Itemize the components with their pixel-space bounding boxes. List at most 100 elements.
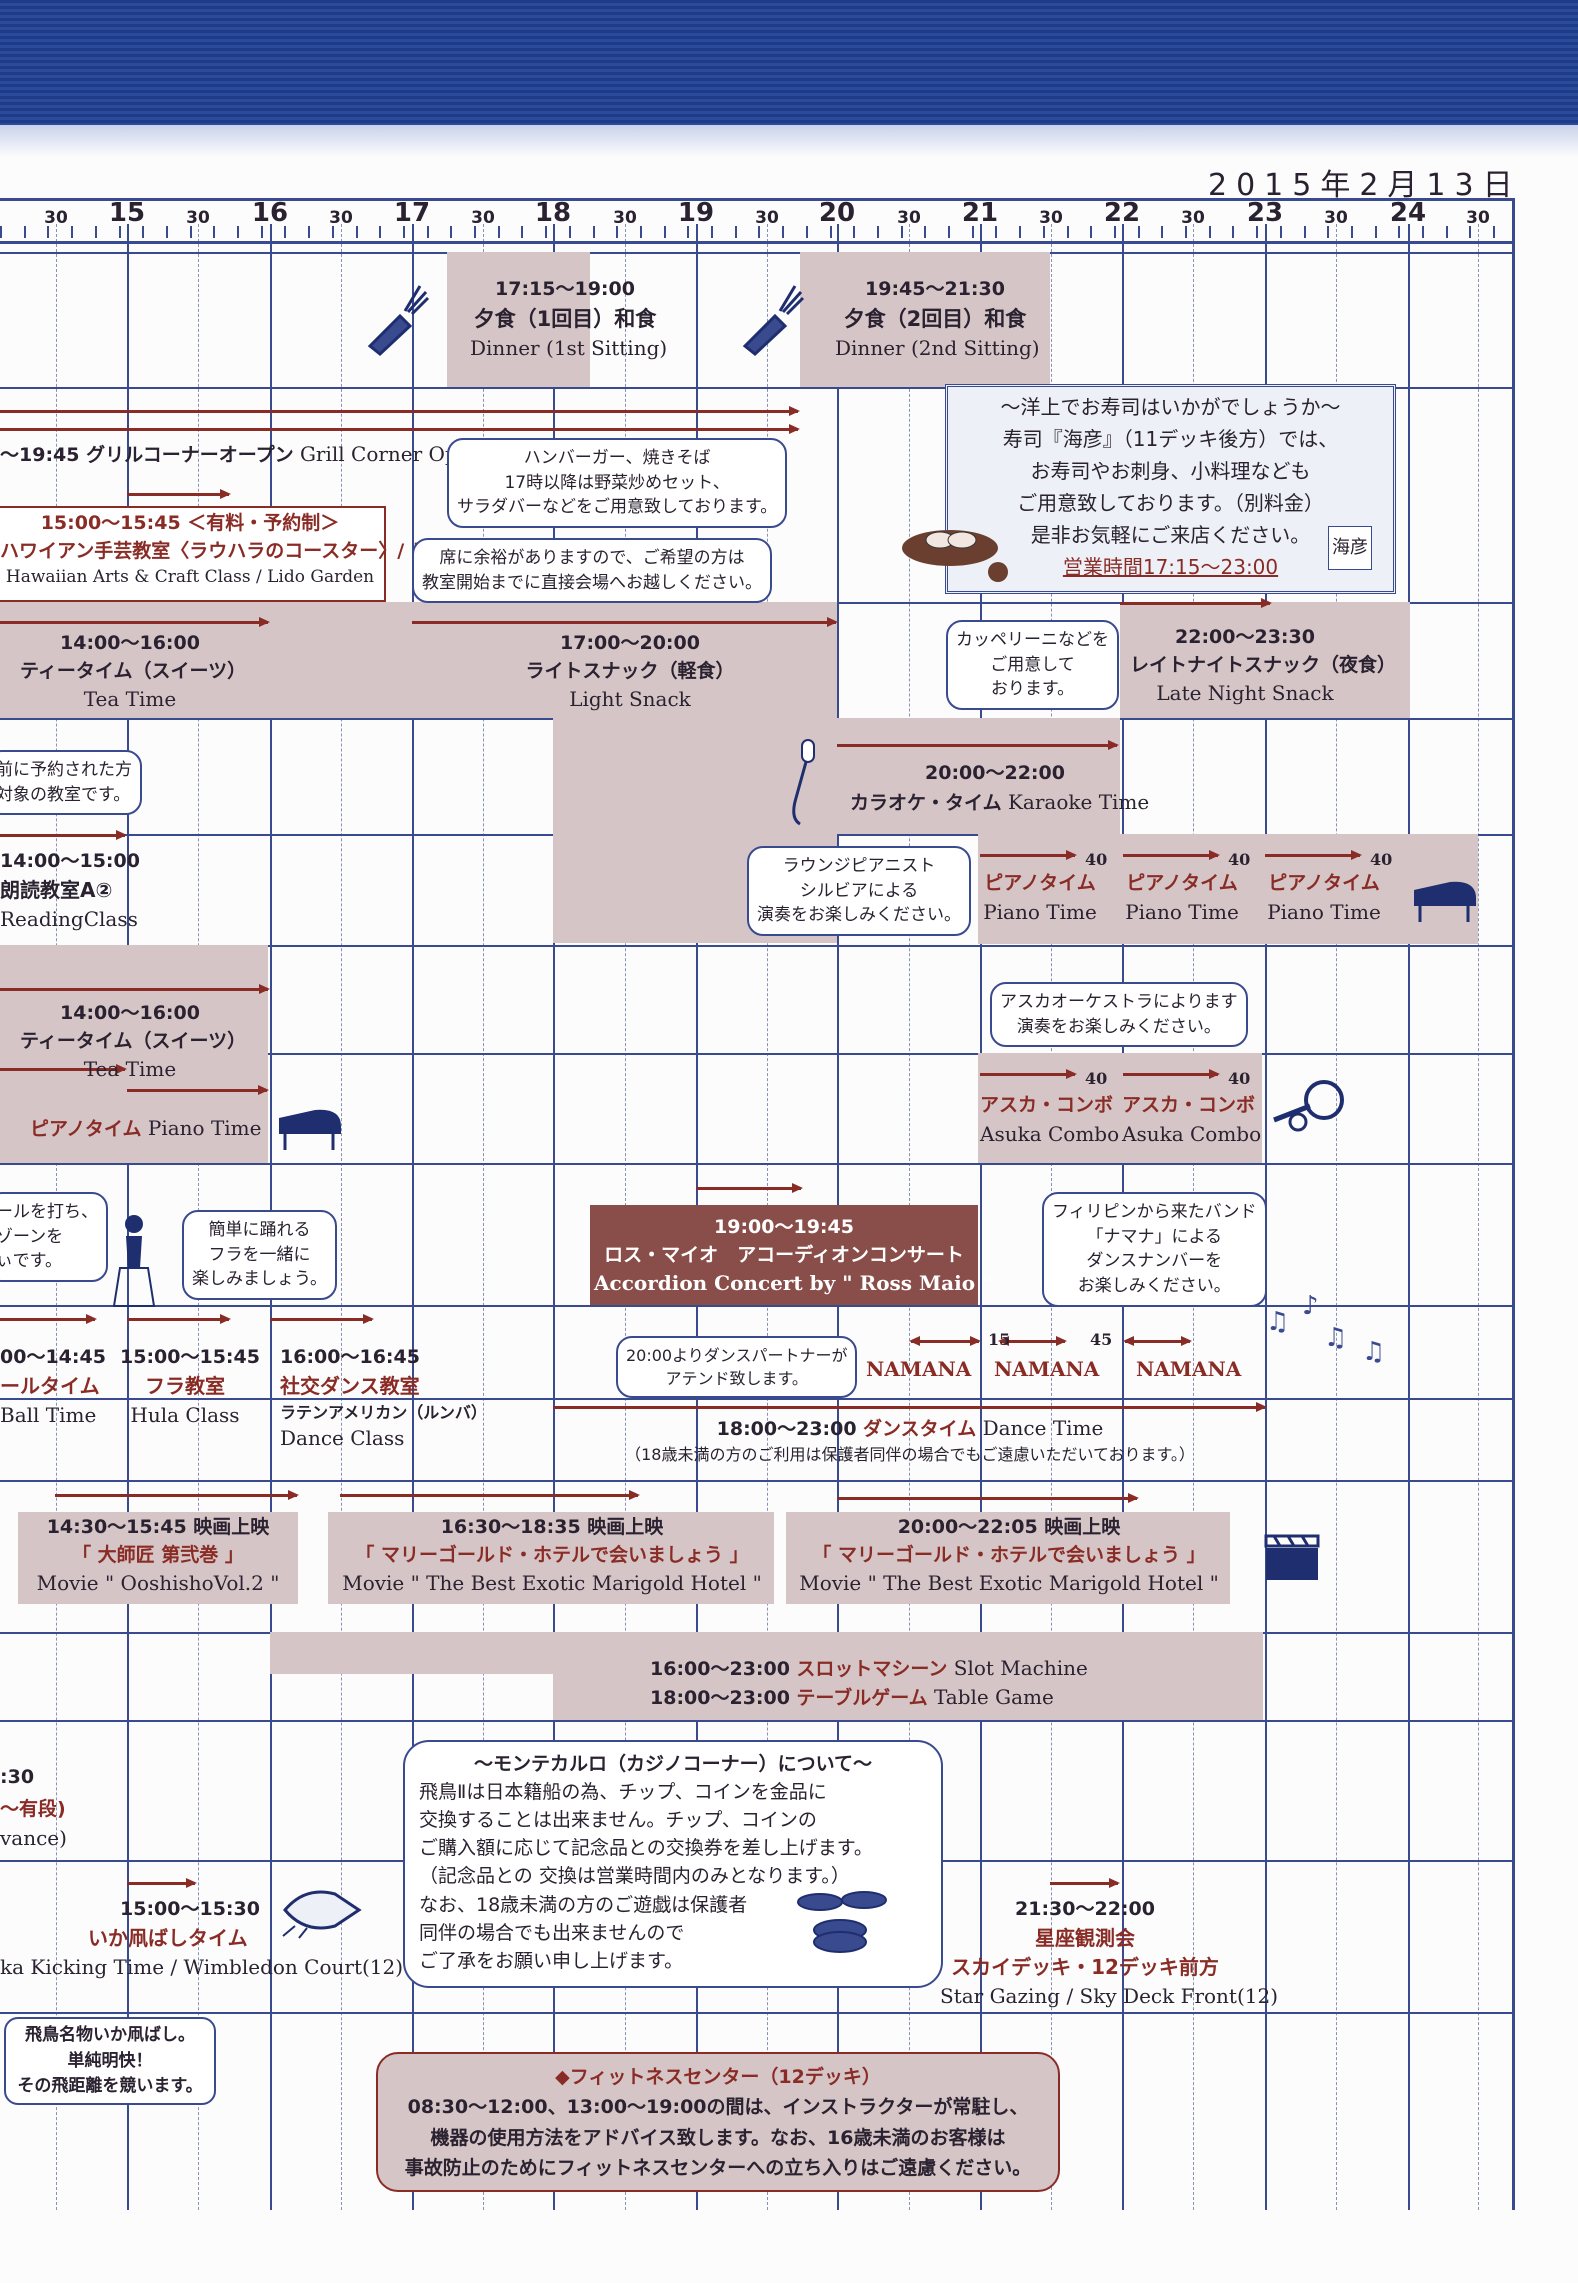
axis-tick <box>1185 226 1187 238</box>
half-hour-label: 30 <box>1181 208 1205 228</box>
reading-block: 14:00〜15:00 朗読教室A② ReadingClass <box>0 850 140 931</box>
axis-tick <box>782 226 785 238</box>
axis-tick <box>426 226 429 238</box>
axis-tick <box>94 226 97 238</box>
lounge-note: ラウンジピアニスト シルビアによる 演奏をお楽しみください。 <box>747 846 971 936</box>
arrow-piano-left-2 <box>127 1085 269 1095</box>
casino-shade <box>553 1632 1263 1720</box>
axis-tick <box>474 226 476 238</box>
axis-tick <box>1137 226 1140 238</box>
axis-tick <box>1398 226 1401 238</box>
hour-label: 17 <box>393 198 431 228</box>
header-fade <box>0 125 1578 157</box>
axis-tick <box>402 226 405 238</box>
half-hour-label: 30 <box>1324 208 1348 228</box>
half-hour-label: 30 <box>186 208 210 228</box>
grid-half-line <box>1478 224 1479 2210</box>
hour-label: 18 <box>534 198 572 228</box>
grid-hour-line <box>412 224 414 2210</box>
axis-tick <box>545 226 548 238</box>
cappellini-note: カッペリーニなどを ご用意して おります。 <box>946 620 1119 710</box>
axis-tick <box>687 226 690 238</box>
arrow-movie1 <box>55 1490 299 1500</box>
grid-row-line <box>0 945 1512 947</box>
hawaiian-box <box>0 506 386 602</box>
axis-tick <box>924 226 927 238</box>
dinner2-shade <box>800 252 1050 387</box>
hour-label: 23 <box>1246 198 1284 228</box>
movie1-shade <box>18 1512 298 1604</box>
arrow-grill-2 <box>0 424 800 434</box>
piano-shade <box>978 834 1478 944</box>
arrow-piano-2 <box>1123 850 1220 860</box>
asuka-block-1: アスカ・コンボ Asuka Combo <box>980 1094 1120 1146</box>
dinner2-block: 19:45〜21:30 夕食（2回目）和食 Dinner (2nd Sittin… <box>835 278 1040 360</box>
svg-text:♫: ♫ <box>1362 1337 1385 1366</box>
axis-tick <box>805 226 808 238</box>
axis-tick <box>142 226 145 238</box>
half-hour-label: 30 <box>1039 208 1063 228</box>
piano-mark-3: 40 <box>1370 850 1393 869</box>
axis-tick <box>592 226 595 238</box>
half-hour-label: 30 <box>1466 208 1490 228</box>
axis-tick <box>758 226 761 238</box>
axis-tick <box>189 226 192 238</box>
grill-note: ハンバーガー、焼きそば 17時以降は野菜炒めセット、 サラダバーなどをご用意致し… <box>447 438 788 528</box>
arrow-hula <box>127 1314 231 1324</box>
half-hour-label: 30 <box>613 208 637 228</box>
sushi-icon <box>900 508 1010 592</box>
axis-tick <box>616 226 619 238</box>
axis-tick <box>450 226 453 238</box>
piano-mark-2: 40 <box>1228 850 1251 869</box>
axis-tick <box>853 226 856 238</box>
umihiko-logo: 海彦 <box>1328 526 1372 570</box>
asuka-mark-1: 40 <box>1085 1069 1108 1088</box>
star-block: 21:30〜22:00 星座観測会 スカイデッキ・12デッキ前方 Star Ga… <box>940 1898 1279 2008</box>
axis-tick <box>308 226 311 238</box>
grid-hour-line <box>553 224 555 2210</box>
left-frag-c: vance) <box>0 1826 67 1850</box>
grid-row-line <box>0 2012 1512 2014</box>
movie3-block: 20:00〜22:05 映画上映 「 マリーゴールド・ホテルで会いましょう 」 … <box>799 1516 1219 1596</box>
accordion-block: 19:00〜19:45 ロス・マイオ アコーディオンコンサート Accordio… <box>594 1216 993 1296</box>
arrow-ball <box>0 1314 97 1324</box>
axis-tick <box>260 226 263 238</box>
axis-tick <box>1327 226 1330 238</box>
fitness-box: ◆フィットネスセンター（12デッキ） 08:30〜12:00、13:00〜19:… <box>376 2052 1060 2192</box>
namana-mark-15: 15 <box>988 1330 1011 1349</box>
casino-chips-icon <box>790 1880 900 1964</box>
axis-tick <box>1113 226 1116 238</box>
half-hour-label: 30 <box>755 208 779 228</box>
grid-row-line <box>0 252 1512 254</box>
arrow-reading <box>0 830 127 840</box>
music-notes-icon: ♫♪♫♫ <box>1262 1286 1412 1370</box>
axis-tick <box>47 226 50 238</box>
accordion-shade <box>590 1205 978 1305</box>
dance-note: （18歳未満の方のご利用は保護者同伴の場合でもご遠慮いただいております。） <box>625 1445 1195 1464</box>
piano-block-3: ピアノタイム Piano Time <box>1267 872 1381 924</box>
left-frag-a: :30 <box>0 1766 35 1788</box>
dinner1-shade <box>447 252 590 387</box>
half-hour-label: 30 <box>897 208 921 228</box>
grid-row-line <box>0 1163 1512 1165</box>
axis-tick <box>1232 226 1235 238</box>
half-hour-label: 30 <box>471 208 495 228</box>
grid-row-line <box>0 1305 1512 1307</box>
arrow-piano-1 <box>980 850 1077 860</box>
ika-block: 15:00〜15:30 いか凧ばしタイム ka Kicking Time / W… <box>0 1898 404 1979</box>
axis-tick <box>829 226 832 238</box>
squid-kite-icon <box>275 1880 365 1944</box>
left-frag-b: 〜有段) <box>0 1798 66 1820</box>
arrow-asuka-2 <box>1123 1069 1220 1079</box>
ika-note: 飛鳥名物いか凧ばし。 単純明快！ その飛距離を競います。 <box>4 2017 216 2105</box>
arrow-namana-2 <box>998 1336 1067 1346</box>
axis-tick <box>71 226 74 238</box>
arrow-piano-left-1 <box>0 1064 127 1074</box>
axis-tick <box>1422 226 1424 238</box>
axis-tick <box>663 226 666 238</box>
trumpet-icon <box>1268 1070 1348 1144</box>
hula-dancer-icon <box>106 1212 161 1316</box>
namana-mark-45: 45 <box>1090 1330 1113 1349</box>
tea1b-shade <box>268 602 412 718</box>
axis-tick <box>1161 226 1164 238</box>
